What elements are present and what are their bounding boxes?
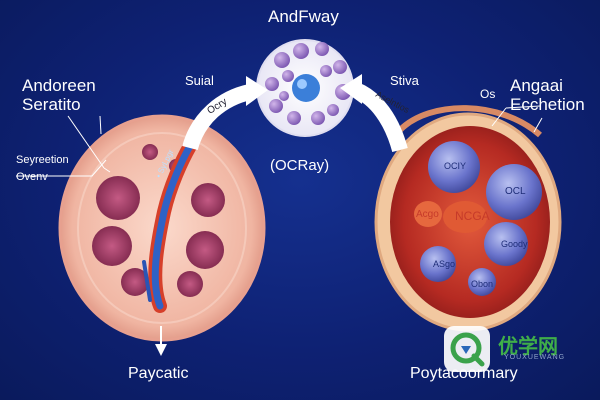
cell-label-4: NCGA <box>455 209 490 223</box>
left-bottom-label: Paycatic <box>128 365 189 382</box>
left-arrow <box>182 76 268 151</box>
watermark-logo-icon <box>444 326 490 372</box>
left-lobules <box>92 144 225 297</box>
down-arrow <box>155 326 167 356</box>
cell-label-2: OCL <box>505 186 526 197</box>
center-orb <box>256 39 354 137</box>
watermark-text: 优学网 <box>498 334 558 358</box>
left-heading: Andoreen Seratito <box>22 76 96 114</box>
watermark-subtext: YOUXUEWANG <box>504 354 566 361</box>
diagram-title: AndFway <box>268 7 339 26</box>
left-sublabel: Seyreetion Ovenv <box>16 152 69 186</box>
cell-label-5: Goody <box>501 239 528 249</box>
right-heading: Angaai Ecchetion <box>510 76 585 114</box>
center-caption: (OCRay) <box>270 157 330 174</box>
cell-label-1: OCIY <box>444 161 467 171</box>
right-heading-line1: Angaai <box>510 76 563 95</box>
cell-label-6: ASgo <box>433 259 456 269</box>
right-bottom-label: Poytacoormary <box>410 365 518 382</box>
right-cells <box>420 141 542 296</box>
left-arrow-label: Suial <box>185 73 214 88</box>
right-organ <box>374 105 562 332</box>
right-heading-line2: Ecchetion <box>510 95 585 114</box>
cell-label-3: Acgo <box>416 209 439 220</box>
left-sublabel-line1: Seyreetion <box>16 154 69 166</box>
right-arrow <box>340 74 408 153</box>
left-organ <box>58 114 266 342</box>
leader-lines <box>16 105 543 177</box>
right-small-label: Os <box>480 87 496 101</box>
left-heading-line1: Andoreen <box>22 76 96 95</box>
left-heading-line2: Seratito <box>22 95 81 114</box>
cell-label-7: Obon <box>471 279 494 289</box>
left-sublabel-line2: Ovenv <box>16 171 48 183</box>
right-arrow-label: Stiva <box>390 73 419 88</box>
